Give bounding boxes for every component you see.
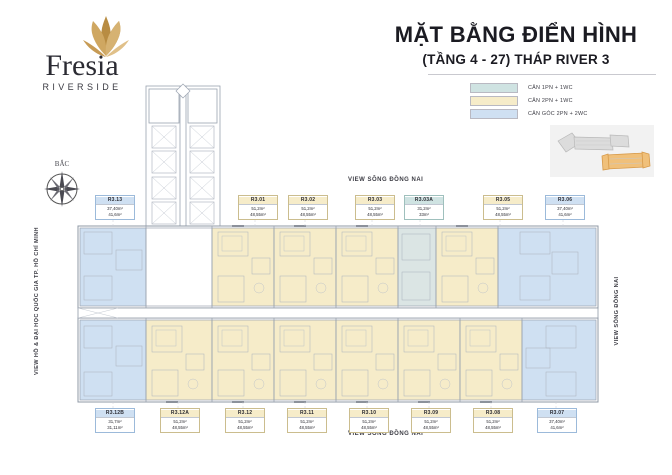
- unit-area-net: 37,40m²: [107, 205, 123, 211]
- unit-code: R3.11: [288, 409, 326, 419]
- unit-area-net: 51,2m²: [368, 205, 382, 211]
- plan-title-main: MẶT BẰNG ĐIỂN HÌNH: [394, 22, 638, 47]
- unit-area-gross: 31,11m²: [107, 424, 123, 430]
- unit-area-gross: 48,55m²: [367, 211, 383, 217]
- unit-code: R3.12: [226, 409, 264, 419]
- legend-item: CĂN GÓC 2PN + 2WC: [470, 108, 650, 119]
- unit-code: R3.07: [538, 409, 576, 419]
- unit-chip[interactable]: R3.09 51,2m² 48,55m²: [411, 408, 451, 434]
- unit-area-gross: 48,55m²: [485, 424, 501, 430]
- unit-area-gross: 41,6m²: [558, 211, 572, 217]
- unit-area-gross: 48,55m²: [495, 211, 511, 217]
- unit-area-net: 51,2m²: [496, 205, 510, 211]
- unit-code: R3.01: [239, 196, 277, 206]
- brand-logo: Fresia RIVERSIDE: [22, 14, 142, 94]
- unit-area-gross: 48,55m²: [237, 424, 253, 430]
- unit-chip[interactable]: R3.05 51,2m² 48,55m²: [483, 195, 523, 221]
- legend-swatch-2pn: [470, 95, 518, 106]
- unit-area-net: 37,40m²: [557, 205, 573, 211]
- unit-chip[interactable]: R3.06 37,40m² 41,6m²: [545, 195, 585, 221]
- unit-code: R3.03A: [405, 196, 443, 206]
- unit-area-gross: 41,6m²: [108, 211, 122, 217]
- legend-label-2pn: CĂN 2PN + 1WC: [528, 97, 573, 104]
- unit-chip[interactable]: R3.13 37,40m² 41,6m²: [95, 195, 135, 221]
- unit-code: R3.02: [289, 196, 327, 206]
- unit-code: R3.06: [546, 196, 584, 206]
- unit-area-net: 51,2m²: [251, 205, 265, 211]
- legend-swatch-1pn: [470, 82, 518, 93]
- view-label-top: VIEW SÔNG ĐỒNG NAI: [348, 177, 424, 183]
- unit-area-net: 37,40m²: [549, 418, 565, 424]
- unit-area-net: 51,2m²: [301, 205, 315, 211]
- fresia-flower-icon: [83, 16, 129, 57]
- unit-code: R3.08: [474, 409, 512, 419]
- legend-swatch-goc: [470, 108, 518, 119]
- unit-area-gross: 48,55m²: [361, 424, 377, 430]
- unit-chip[interactable]: R3.12A 51,2m² 48,55m²: [160, 408, 200, 434]
- unit-chip[interactable]: R3.08 51,2m² 48,55m²: [473, 408, 513, 434]
- unit-area-net: 51,2m²: [238, 418, 252, 424]
- unit-code: R3.10: [350, 409, 388, 419]
- unit-area-net: 31,7m²: [108, 418, 122, 424]
- unit-chip[interactable]: R3.12 51,2m² 48,55m²: [225, 408, 265, 434]
- unit-chip[interactable]: R3.10 51,2m² 48,55m²: [349, 408, 389, 434]
- unit-code: R3.12A: [161, 409, 199, 419]
- unit-area-gross: 33m²: [419, 211, 429, 217]
- legend-item: CĂN 1PN + 1WC: [470, 82, 650, 93]
- unit-chip[interactable]: R3.07 37,40m² 41,6m²: [537, 408, 577, 434]
- legend-item: CĂN 2PN + 1WC: [470, 95, 650, 106]
- unit-code: R3.13: [96, 196, 134, 206]
- unit-area-net: 51,2m²: [300, 418, 314, 424]
- view-label-bottom: VIEW SÔNG ĐỒNG NAI: [348, 431, 424, 437]
- legend-label-goc: CĂN GÓC 2PN + 2WC: [528, 110, 588, 117]
- brand-name: Fresia: [45, 49, 119, 82]
- title-divider: [428, 74, 656, 75]
- unit-area-gross: 41,6m²: [550, 424, 564, 430]
- unit-code: R3.12B: [96, 409, 134, 419]
- compass-rose: BẮC: [38, 160, 86, 214]
- unit-area-net: 31,2m²: [417, 205, 431, 211]
- unit-area-net: 51,2m²: [486, 418, 500, 424]
- unit-chip[interactable]: R3.03 51,2m² 48,55m²: [355, 195, 395, 221]
- unit-area-gross: 48,55m²: [300, 211, 316, 217]
- unit-code: R3.05: [484, 196, 522, 206]
- unit-code: R3.03: [356, 196, 394, 206]
- site-keymap: [550, 125, 654, 177]
- unit-area-net: 51,2m²: [173, 418, 187, 424]
- plan-title-sub: (TẦNG 4 - 27) THÁP RIVER 3: [422, 52, 610, 67]
- unit-code: R3.09: [412, 409, 450, 419]
- unit-area-gross: 48,55m²: [423, 424, 439, 430]
- plan-title: MẶT BẰNG ĐIỂN HÌNH (TẦNG 4 - 27) THÁP RI…: [376, 22, 656, 67]
- legend-label-1pn: CĂN 1PN + 1WC: [528, 84, 573, 91]
- unit-area-gross: 48,55m²: [250, 211, 266, 217]
- compass-north-label: BẮC: [54, 160, 70, 168]
- compass-icon: [44, 171, 80, 207]
- brand-tagline: RIVERSIDE: [42, 82, 122, 92]
- unit-area-net: 51,2m²: [424, 418, 438, 424]
- unit-chip[interactable]: R3.12B 31,7m² 31,11m²: [95, 408, 135, 434]
- unit-area-net: 51,2m²: [362, 418, 376, 424]
- unit-chip[interactable]: R3.11 51,2m² 48,55m²: [287, 408, 327, 434]
- unit-chip[interactable]: R3.03A 31,2m² 33m²: [404, 195, 444, 221]
- unit-area-gross: 48,55m²: [172, 424, 188, 430]
- unit-chip[interactable]: R3.01 51,2m² 48,55m²: [238, 195, 278, 221]
- legend: CĂN 1PN + 1WC CĂN 2PN + 1WC CĂN GÓC 2PN …: [470, 82, 650, 121]
- unit-area-gross: 48,55m²: [299, 424, 315, 430]
- unit-chip[interactable]: R3.02 51,2m² 48,55m²: [288, 195, 328, 221]
